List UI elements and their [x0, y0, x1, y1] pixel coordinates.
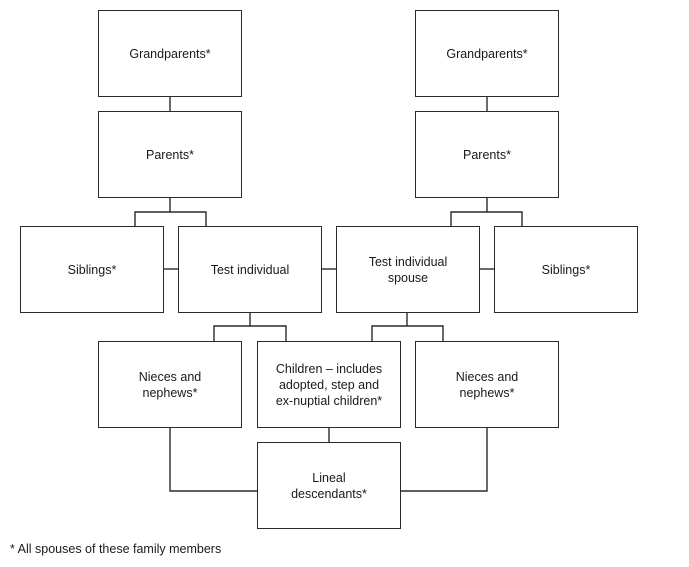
- node-nieces-nephews-right: Nieces and nephews*: [415, 341, 559, 428]
- node-nieces-nephews-left: Nieces and nephews*: [98, 341, 242, 428]
- node-grandparents-left: Grandparents*: [98, 10, 242, 97]
- node-children: Children – includes adopted, step and ex…: [257, 341, 401, 428]
- connector-parents-bracket-left: [134, 211, 207, 226]
- node-siblings-left: Siblings*: [20, 226, 164, 313]
- node-parents-left: Parents*: [98, 111, 242, 198]
- node-test-individual-spouse: Test individual spouse: [336, 226, 480, 313]
- connector-parents-bracket-right: [450, 211, 523, 226]
- connector-spouse-bracket: [371, 325, 444, 341]
- node-grandparents-right: Grandparents*: [415, 10, 559, 97]
- node-siblings-right: Siblings*: [494, 226, 638, 313]
- connector-test-bracket: [213, 325, 287, 341]
- node-test-individual: Test individual: [178, 226, 322, 313]
- connector-nieces-right-lineal: [400, 427, 488, 492]
- footnote: * All spouses of these family members: [10, 542, 222, 556]
- connector-nieces-left-lineal: [169, 427, 257, 492]
- node-lineal-descendants: Lineal descendants*: [257, 442, 401, 529]
- node-parents-right: Parents*: [415, 111, 559, 198]
